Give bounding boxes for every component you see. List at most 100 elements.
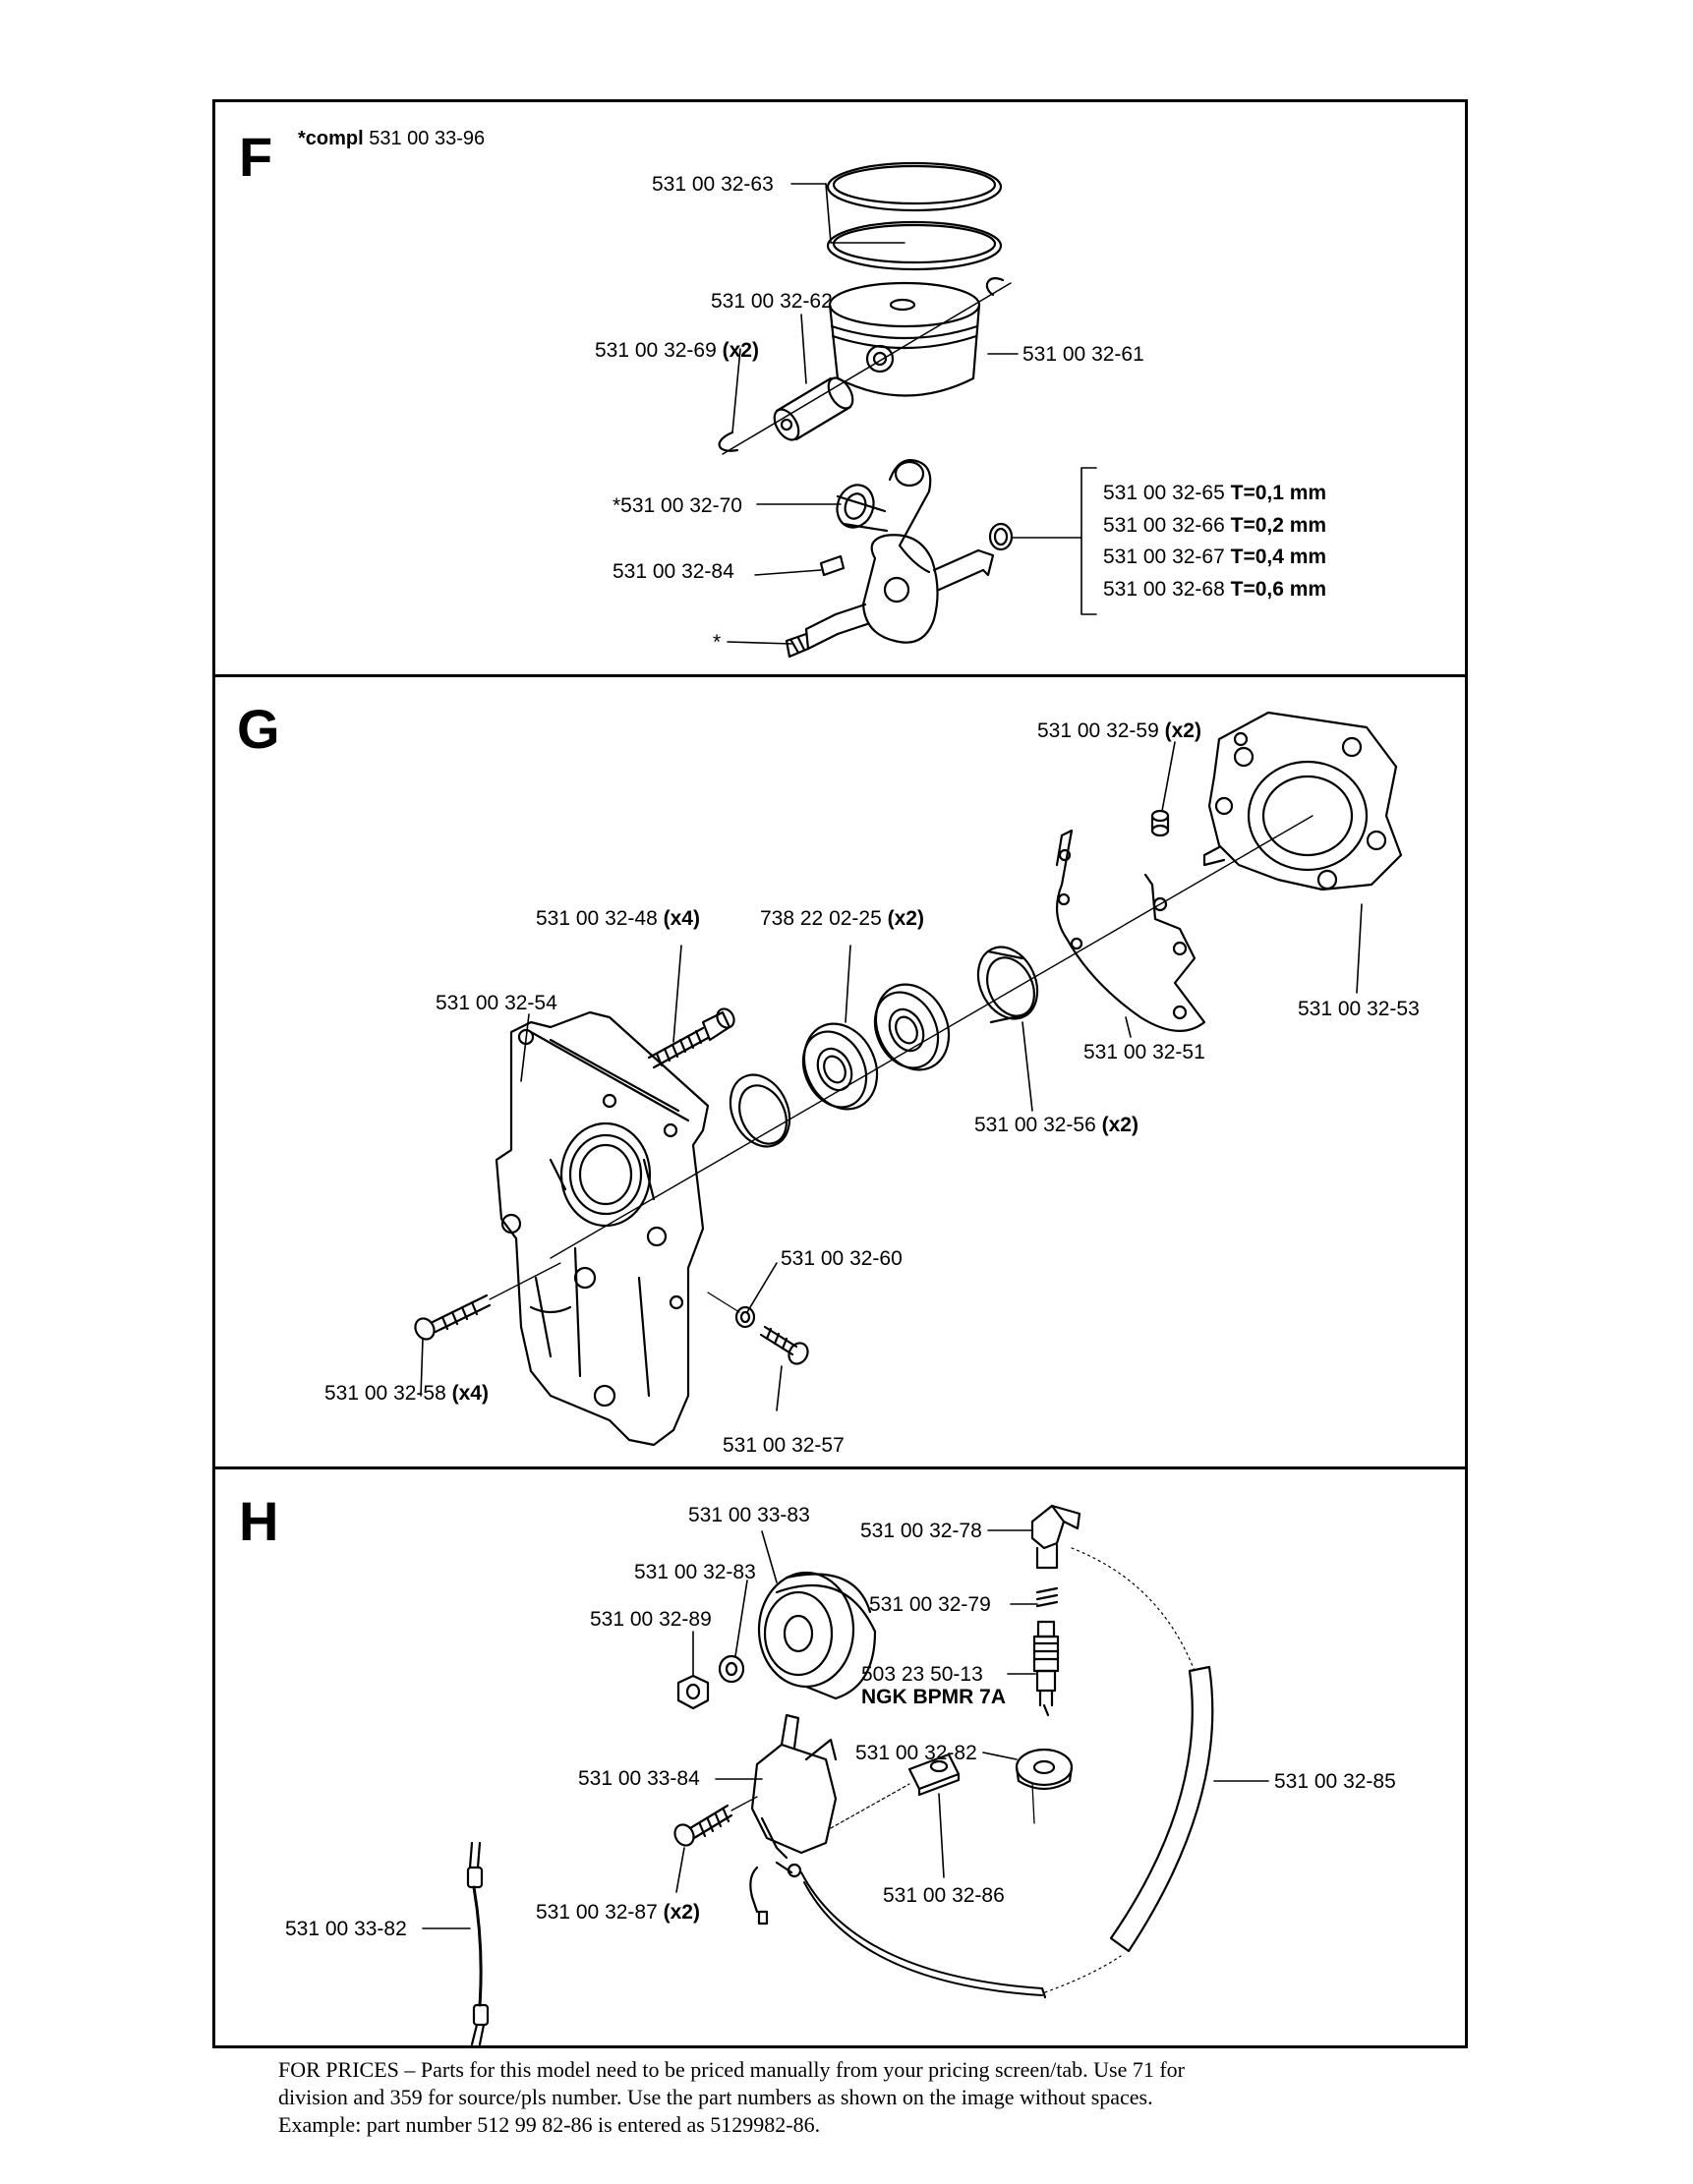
label-g-bearing: 738 22 02-25 (x2) (760, 908, 924, 929)
ignition-module-icon (749, 1713, 838, 1925)
gasket-icon (1055, 829, 1206, 1032)
label-g-screw3: 531 00 32-57 (723, 1434, 845, 1457)
footer-line-2: division and 359 for source/pls number. … (278, 2085, 1153, 2109)
screw-icon (414, 1293, 492, 1341)
label-f-circlip: 531 00 32-69 (x2) (595, 340, 759, 361)
label-f-shim2-thickness: T=0,2 mm (1230, 514, 1327, 537)
label-h-hose: 531 00 32-85 (1274, 1770, 1396, 1793)
cable-icon (466, 1841, 490, 2046)
section-letter-f: F (239, 126, 273, 188)
diagram-frame (212, 99, 1468, 2048)
crankcase-left-icon (495, 1010, 710, 1447)
label-f-shim3-thickness: T=0,4 mm (1230, 546, 1327, 568)
piston-ring-lower-icon (826, 220, 1003, 271)
label-h-screw-qty: (x2) (663, 1901, 700, 1924)
spark-plug-icon (1032, 1620, 1060, 1717)
ball-bearing-icon (801, 1022, 879, 1111)
oil-seal-icon (729, 1073, 791, 1148)
label-f-piston: 531 00 32-61 (1022, 343, 1144, 366)
label-h-cap: 531 00 32-78 (860, 1520, 982, 1542)
label-f-rings: 531 00 32-63 (652, 173, 774, 196)
label-h-plug-type: NGK BPMR 7A (861, 1686, 1007, 1708)
footer-line-1: FOR PRICES – Parts for this model need t… (278, 2057, 1185, 2082)
shim-washer-icon (988, 522, 1014, 551)
label-f-circlip-number: 531 00 32-69 (595, 339, 717, 362)
label-g-seal-qty: (x2) (1101, 1114, 1138, 1136)
label-f-shim2-number: 531 00 32-66 (1103, 514, 1225, 537)
label-f-shim3: 531 00 32-67 T=0,4 mm (1103, 546, 1326, 567)
label-g-case-left: 531 00 32-54 (436, 992, 557, 1014)
label-h-clip: 531 00 32-86 (883, 1884, 1005, 1907)
label-f-circlip-qty: (x2) (722, 339, 759, 362)
footer-line-3: Example: part number 512 99 82-86 is ent… (278, 2112, 821, 2137)
label-f-star: * (713, 631, 722, 654)
ball-bearing-icon (873, 983, 951, 1071)
label-g-screw-qty: (x4) (663, 907, 700, 930)
compl-number: 531 00 33-96 (369, 128, 486, 149)
label-g-screw2: 531 00 32-58 (x4) (324, 1383, 489, 1404)
label-f-shim1-number: 531 00 32-65 (1103, 482, 1225, 504)
needle-bearing-icon (836, 484, 889, 533)
label-g-bearing-number: 738 22 02-25 (760, 907, 882, 930)
section-letter-h: H (239, 1490, 279, 1552)
label-h-flywheel: 531 00 33-83 (688, 1504, 810, 1526)
label-g-case-right: 531 00 32-53 (1298, 998, 1420, 1020)
cable-clip-icon (907, 1753, 961, 1797)
label-g-washer: 531 00 32-60 (781, 1247, 903, 1270)
section-letter-g: G (237, 698, 280, 760)
label-g-bearing-qty: (x2) (887, 907, 924, 930)
screw-icon (759, 1325, 809, 1365)
label-h-cable: 531 00 33-82 (285, 1918, 407, 1940)
label-g-seal-number: 531 00 32-56 (974, 1114, 1096, 1136)
label-f-shim4: 531 00 32-68 T=0,6 mm (1103, 579, 1326, 600)
label-g-screw-number: 531 00 32-48 (536, 907, 658, 930)
oil-seal-icon (976, 946, 1039, 1024)
label-g-screw2-number: 531 00 32-58 (324, 1382, 446, 1405)
pricing-footer-note: FOR PRICES – Parts for this model need t… (278, 2056, 1458, 2139)
crankcase-right-icon (1202, 711, 1403, 891)
hose-icon (1109, 1665, 1214, 1953)
bolt-icon (647, 1007, 735, 1069)
section-divider-fg (212, 674, 1468, 677)
label-f-shim3-number: 531 00 32-67 (1103, 546, 1225, 568)
label-f-key: 531 00 32-84 (613, 560, 734, 583)
section-divider-gh (212, 1466, 1468, 1469)
label-f-shim2: 531 00 32-66 T=0,2 mm (1103, 515, 1326, 536)
circlip-icon (985, 277, 1005, 297)
washer-icon (718, 1654, 745, 1684)
circlip-icon (718, 431, 739, 452)
label-g-seal: 531 00 32-56 (x2) (974, 1115, 1138, 1135)
label-f-shim4-number: 531 00 32-68 (1103, 578, 1225, 601)
label-h-plug: 503 23 50-13 (861, 1663, 983, 1686)
label-g-pin-number: 531 00 32-59 (1037, 719, 1159, 742)
piston-ring-upper-icon (826, 161, 1003, 212)
label-f-shim1: 531 00 32-65 T=0,1 mm (1103, 483, 1326, 503)
spring-icon (1035, 1586, 1059, 1608)
screw-icon (673, 1804, 733, 1847)
label-h-screw-number: 531 00 32-87 (536, 1901, 658, 1924)
label-h-washer: 531 00 32-83 (634, 1561, 756, 1583)
label-g-gasket: 531 00 32-51 (1083, 1041, 1205, 1063)
compl-note: *compl 531 00 33-96 (298, 128, 485, 150)
piston-icon (828, 281, 981, 397)
woodruff-key-icon (819, 554, 846, 577)
label-f-shim4-thickness: T=0,6 mm (1230, 578, 1327, 601)
label-g-screw: 531 00 32-48 (x4) (536, 908, 700, 929)
piston-pin-icon (773, 376, 854, 441)
crankshaft-icon (785, 459, 995, 659)
label-g-screw2-qty: (x4) (451, 1382, 489, 1405)
compl-prefix: *compl (298, 128, 364, 149)
dowel-pin-icon (1150, 809, 1170, 837)
label-g-pin-qty: (x2) (1164, 719, 1201, 742)
label-h-module: 531 00 33-84 (578, 1767, 700, 1790)
label-h-screw: 531 00 32-87 (x2) (536, 1902, 700, 1923)
label-f-pin: 531 00 32-62 (711, 290, 833, 313)
plug-cap-icon (1030, 1504, 1081, 1570)
label-f-bearing: *531 00 32-70 (613, 494, 742, 517)
label-h-spring: 531 00 32-79 (869, 1593, 991, 1616)
label-g-pin: 531 00 32-59 (x2) (1037, 720, 1201, 741)
grommet-icon (1015, 1748, 1074, 1791)
label-h-grommet: 531 00 32-82 (855, 1742, 977, 1764)
label-h-nut: 531 00 32-89 (590, 1608, 712, 1631)
